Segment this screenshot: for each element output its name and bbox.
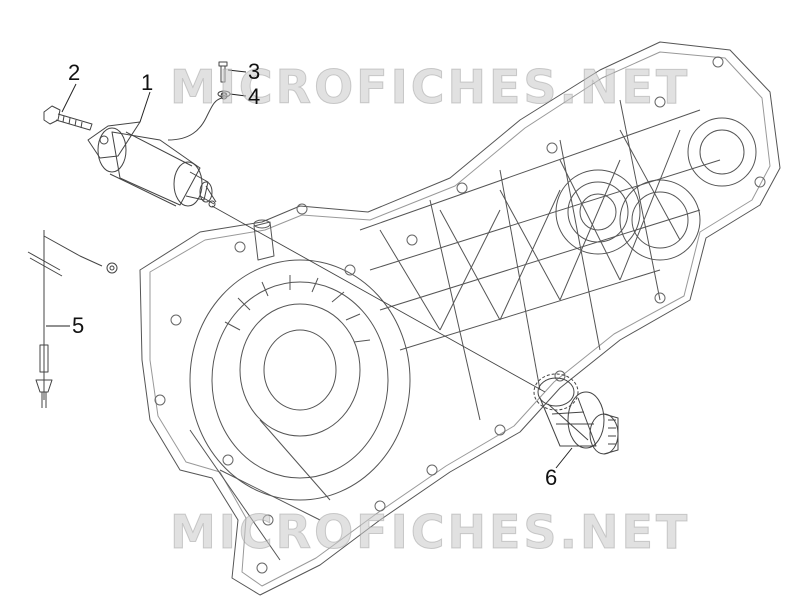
callout-starter-gear: 6 <box>545 465 558 490</box>
callout-starter-motor: 1 <box>141 70 154 95</box>
callout-screw: 3 <box>248 59 261 84</box>
callout-leaders <box>46 69 573 469</box>
callout-starter-bolt: 2 <box>68 60 81 85</box>
starter-gear-drawing <box>533 373 619 455</box>
callout-washer: 4 <box>248 84 261 109</box>
callout-cable: 5 <box>72 313 85 338</box>
starter-motor-drawing <box>87 92 228 208</box>
watermark-bottom: MICROFICHES.NET <box>169 505 691 560</box>
assembly-axis-line <box>211 205 546 393</box>
screw-drawing <box>218 61 228 83</box>
watermark-top: MICROFICHES.NET <box>169 60 691 115</box>
starter-bolt-drawing <box>43 105 93 131</box>
cable-drawing <box>27 230 118 408</box>
crankcase <box>139 41 781 596</box>
